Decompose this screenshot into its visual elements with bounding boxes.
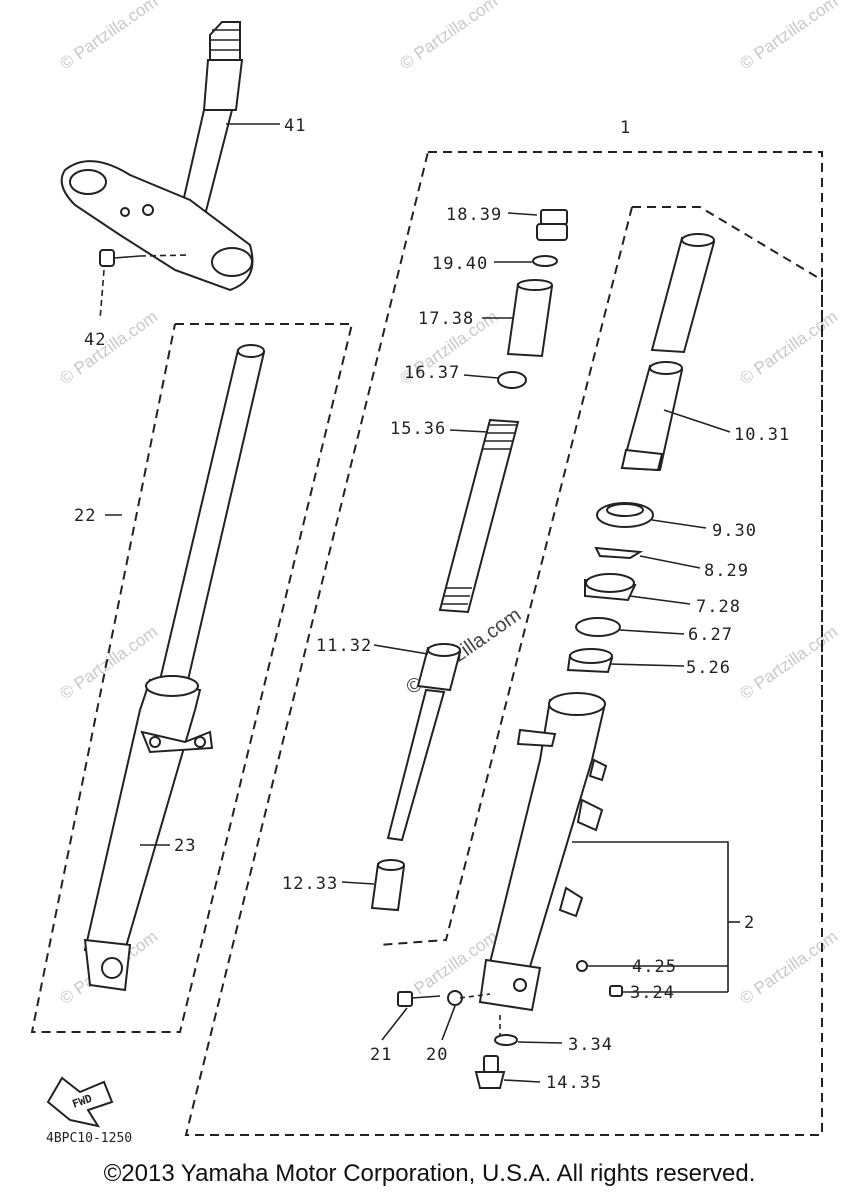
drain-bolt-21-part [397,991,441,1007]
part-labels: 1 41 42 22 23 18.39 19.40 17.38 16.37 15… [74,116,790,1093]
label-19-40: 19.40 [432,254,488,274]
label-11-32: 11.32 [316,636,372,656]
label-22: 22 [74,506,96,526]
outer-tube-23-part [83,675,214,992]
assembly-1-outline [184,151,823,1136]
under-bracket-part [60,160,254,292]
label-23: 23 [174,836,196,856]
label-18-39: 18.39 [446,205,502,225]
label-3-34: 3.34 [568,1035,613,1055]
steering-stem-part [178,21,244,216]
label-14-35: 14.35 [546,1073,602,1093]
copyright-notice: ©2013 Yamaha Motor Corporation, U.S.A. A… [103,1160,756,1187]
label-41: 41 [284,116,306,136]
label-12-33: 12.33 [282,874,338,894]
label-42: 42 [84,330,106,350]
fwd-arrow-icon: FWD [46,1076,114,1128]
cap-bolt-part [536,209,568,241]
watermark: © Partzilla.com [396,0,501,73]
label-16-37: 16.37 [404,363,460,383]
damper-rod-part [386,643,462,842]
label-7-28: 7.28 [696,597,741,617]
label-4-25: 4.25 [632,957,677,977]
bolt-42-part [99,249,141,267]
label-21: 21 [370,1045,392,1065]
washer-20-part [447,990,463,1006]
watermark: © Partzilla.com [56,0,161,73]
watermark: © Partzilla.com [736,927,841,1008]
outer-tube-group-outline [632,206,823,868]
watermark: © Partzilla.com [56,307,161,388]
inner-tube-part [620,233,716,472]
seal-washer-part [575,617,621,637]
label-2: 2 [744,913,755,933]
label-6-27: 6.27 [688,625,733,645]
bolt-14-35-part [474,1055,506,1089]
inner-tube-22-part [158,344,266,681]
spacer-part [506,279,554,358]
o-ring-part [532,255,558,267]
fork-spring-part [438,418,520,614]
label-17-38: 17.38 [418,309,474,329]
label-8-29: 8.29 [704,561,749,581]
label-1: 1 [620,118,631,138]
diagram-code: 4BPC10-1250 [46,1131,132,1146]
bolt-3-24-part [609,985,623,997]
watermark: © Partzilla.com [736,0,841,73]
label-5-26: 5.26 [686,658,731,678]
label-10-31: 10.31 [734,425,790,445]
gasket-3-34-part [494,1034,518,1046]
label-3-24: 3.24 [630,983,675,1003]
label-20: 20 [426,1045,448,1065]
guide-bush-part [566,648,614,674]
damper-group-outline [377,206,633,946]
label-9-30: 9.30 [712,521,757,541]
oil-seal-part [584,573,637,602]
outer-tube-part [478,692,608,1012]
watermark: © Partzilla.com [736,622,841,703]
washer-part [497,371,527,389]
clip-part [594,546,644,560]
label-15-36: 15.36 [390,419,446,439]
oil-lock-piece-part [370,859,406,912]
washer-4-part [576,960,588,972]
assembly-22-outline [30,323,354,1033]
watermark: © Partzilla.com [736,307,841,388]
bracket-2 [572,841,729,992]
dust-seal-part [596,502,654,528]
